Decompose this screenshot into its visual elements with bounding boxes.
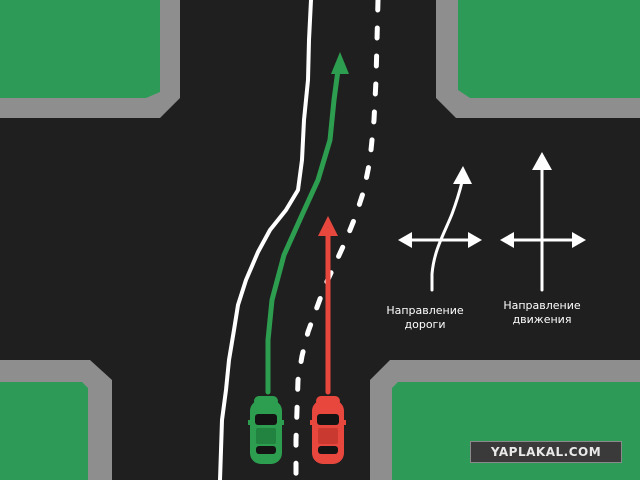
red-car (310, 396, 346, 464)
red-car-path-arrow (318, 216, 338, 395)
green-car-path-arrow (265, 52, 349, 395)
grass-block-top-left (0, 0, 180, 118)
movement-direction-sign-icon (500, 152, 586, 292)
grass-block-bottom-left (0, 360, 112, 480)
movement-direction-label: Направление движения (503, 299, 581, 326)
grass-block-top-right (436, 0, 640, 118)
road-direction-label: Направление дороги (386, 304, 464, 331)
dashed-center-line (293, 0, 381, 480)
road-direction-sign-icon (398, 166, 482, 292)
green-car (248, 396, 284, 464)
watermark: YAPLAKAL.COM (470, 441, 622, 463)
road-edge-line (218, 0, 313, 480)
